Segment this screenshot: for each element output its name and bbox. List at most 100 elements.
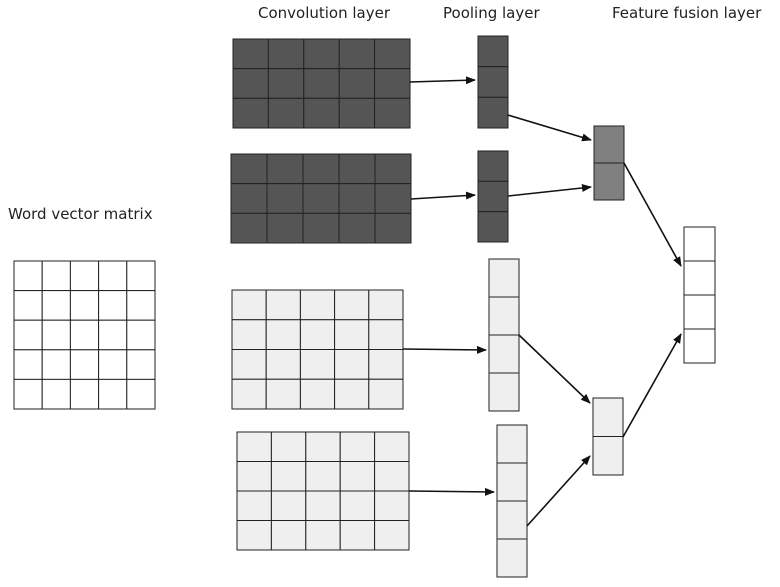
arrow-conv3-to-pool3 — [402, 345, 487, 354]
conv-map-4-cell — [374, 431, 410, 462]
word-vector-matrix-cell — [41, 349, 71, 380]
pool-vector-4-cell — [496, 500, 528, 540]
word-vector-matrix-cell — [126, 378, 156, 410]
fusion-vector-lower-cell — [592, 436, 624, 476]
conv-map-3-cell — [299, 378, 336, 410]
conv-map-2-cell — [266, 153, 304, 185]
conv-map-2-cell — [338, 212, 376, 244]
word-vector-matrix-cell — [13, 349, 43, 380]
conv-map-2-cell — [374, 212, 412, 244]
conv-map-1-cell — [303, 38, 340, 70]
arrow-conv1-to-pool1 — [409, 76, 476, 85]
word-vector-matrix-cell — [69, 319, 100, 351]
conv-map-2-cell — [230, 183, 268, 214]
conv-map-3-cell — [265, 349, 301, 380]
conv-map-4-cell — [374, 520, 410, 551]
conv-map-1-cell — [338, 97, 376, 129]
conv-map-2-cell — [338, 183, 376, 214]
pool-vector-3-cell — [488, 296, 520, 336]
conv-map-2-cell — [302, 183, 340, 214]
conv-map-2-cell — [230, 212, 268, 244]
word-vector-matrix-cell — [69, 378, 100, 410]
pool-vector-3-cell — [488, 372, 520, 412]
conv-map-4-cell — [236, 490, 272, 521]
conv-map-2-cell — [374, 183, 412, 214]
conv-map-3-cell — [231, 319, 267, 350]
conv-map-3-cell — [334, 289, 370, 321]
arrow-fusion-upper-to-output — [623, 162, 682, 267]
conv-map-3-cell — [265, 378, 301, 410]
fusion-vector-upper — [593, 125, 625, 201]
fusion-output-vector — [683, 226, 716, 364]
fusion-output-vector-cell — [683, 328, 716, 364]
conv-map-4-cell — [339, 490, 376, 521]
conv-map-1-cell — [232, 68, 269, 99]
arrow-conv2-to-pool2 — [410, 191, 476, 200]
conv-map-2-cell — [266, 212, 304, 244]
conv-map-4-cell — [305, 490, 341, 521]
conv-map-1-cell — [374, 97, 411, 129]
conv-map-3-cell — [368, 319, 404, 350]
pool-vector-2-cell — [477, 150, 509, 182]
conv-map-1-cell — [338, 68, 376, 99]
fusion-output-vector-cell — [683, 260, 716, 296]
conv-map-4-cell — [339, 431, 376, 462]
pool-vector-1-cell — [477, 66, 509, 98]
conv-map-3-cell — [334, 378, 370, 410]
conv-map-1-cell — [267, 68, 305, 99]
word-vector-matrix-cell — [41, 290, 71, 321]
conv-map-2-cell — [266, 183, 304, 214]
conv-map-2-cell — [302, 212, 340, 244]
conv-map-1-cell — [374, 38, 411, 70]
conv-map-1-cell — [338, 38, 376, 70]
word-vector-matrix-cell — [98, 378, 128, 410]
fusion-vector-upper-cell — [593, 162, 625, 201]
conv-map-4-cell — [270, 461, 307, 492]
conv-map-4-cell — [270, 520, 307, 551]
conv-map-3-cell — [265, 319, 301, 350]
conv-map-4-cell — [236, 461, 272, 492]
feature-fusion-layer-label: Feature fusion layer — [612, 4, 762, 22]
arrow-pool1-to-fusion-upper — [507, 114, 592, 142]
word-vector-matrix-cell — [126, 290, 156, 321]
conv-map-2-cell — [374, 153, 412, 185]
conv-map-1-cell — [303, 97, 340, 129]
pool-vector-4 — [496, 424, 528, 578]
pool-vector-3 — [488, 258, 520, 412]
conv-map-1-cell — [232, 97, 269, 129]
conv-map-4-cell — [270, 431, 307, 462]
conv-map-4-cell — [339, 461, 376, 492]
arrow-pool2-to-fusion-upper — [507, 183, 592, 197]
conv-map-1-cell — [303, 68, 340, 99]
word-vector-matrix-cell — [126, 260, 156, 292]
conv-map-4 — [236, 431, 410, 551]
conv-map-4-cell — [305, 431, 341, 462]
conv-map-2-cell — [338, 153, 376, 185]
word-vector-matrix-label: Word vector matrix — [8, 205, 153, 223]
fusion-output-vector-cell — [683, 294, 716, 330]
pool-vector-2-cell — [477, 211, 509, 243]
conv-map-4-cell — [270, 490, 307, 521]
fusion-output-vector-cell — [683, 226, 716, 262]
word-vector-matrix-cell — [126, 319, 156, 351]
pool-vector-4-cell — [496, 538, 528, 578]
pooling-layer-label: Pooling layer — [443, 4, 540, 22]
pool-vector-3-cell — [488, 258, 520, 298]
word-vector-matrix-cell — [98, 319, 128, 351]
arrow-pool4-to-fusion-lower — [526, 455, 591, 527]
pool-vector-1 — [477, 35, 509, 129]
conv-map-3-cell — [334, 349, 370, 380]
conv-map-3-cell — [368, 289, 404, 321]
conv-map-2-cell — [302, 153, 340, 185]
fusion-vector-lower — [592, 397, 624, 476]
conv-map-4-cell — [236, 431, 272, 462]
word-vector-matrix-cell — [13, 260, 43, 292]
arrow-fusion-lower-to-output — [622, 333, 682, 438]
word-vector-matrix — [13, 260, 156, 410]
conv-map-4-cell — [305, 461, 341, 492]
word-vector-matrix-cell — [69, 290, 100, 321]
word-vector-matrix-cell — [98, 260, 128, 292]
convolution-layer-label: Convolution layer — [258, 4, 391, 22]
conv-map-4-cell — [236, 520, 272, 551]
